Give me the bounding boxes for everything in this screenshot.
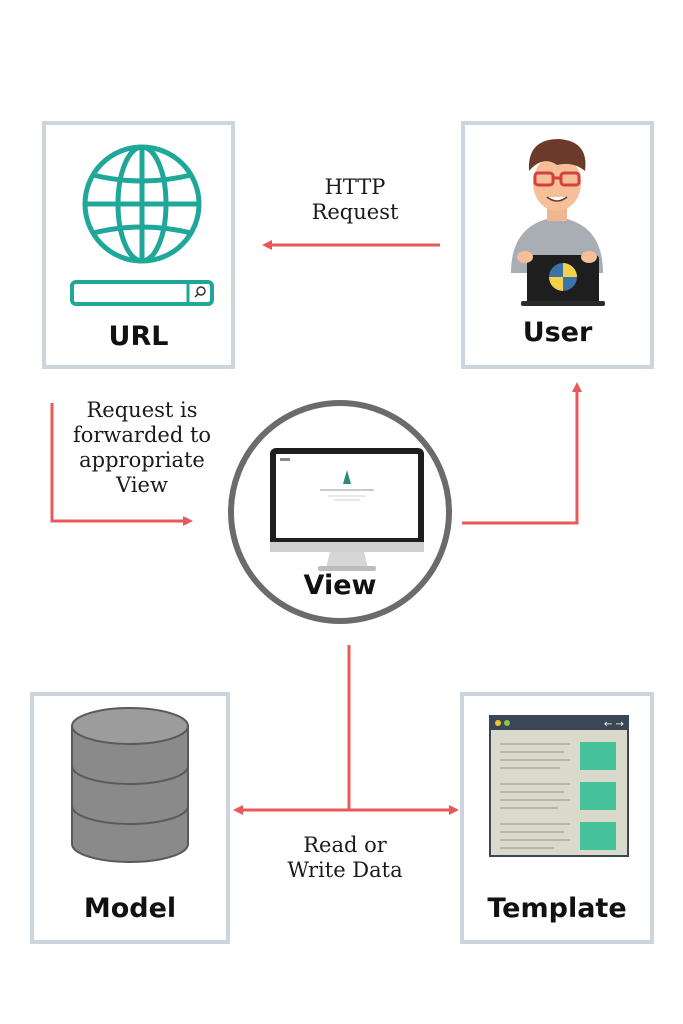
user-avatar [511,139,605,306]
user-label: User [522,317,593,348]
http-request-label: HTTP Request [311,175,399,224]
webpage-icon: ← → [489,715,629,857]
url-box: URL [42,121,235,369]
model-label: Model [83,893,177,924]
read-write-label: Read or Write Data [287,833,403,882]
search-bar [70,280,214,306]
database-icon [71,707,189,863]
view-label: View [303,570,377,601]
globe-icon [82,144,202,264]
search-icon [196,286,206,296]
template-box: ← → Template [460,692,654,944]
template-label: Template [487,893,627,924]
view-circle: View [228,400,452,624]
forward-arrow [50,403,193,526]
response-arrow [462,382,582,525]
url-label: URL [108,321,169,352]
monitor-icon [270,448,424,571]
model-box: Model [30,692,230,944]
forwarded-label: Request is forwarded to appropriate View [72,398,212,497]
svg-text:← →: ← → [604,719,624,730]
user-box: User [461,121,654,369]
